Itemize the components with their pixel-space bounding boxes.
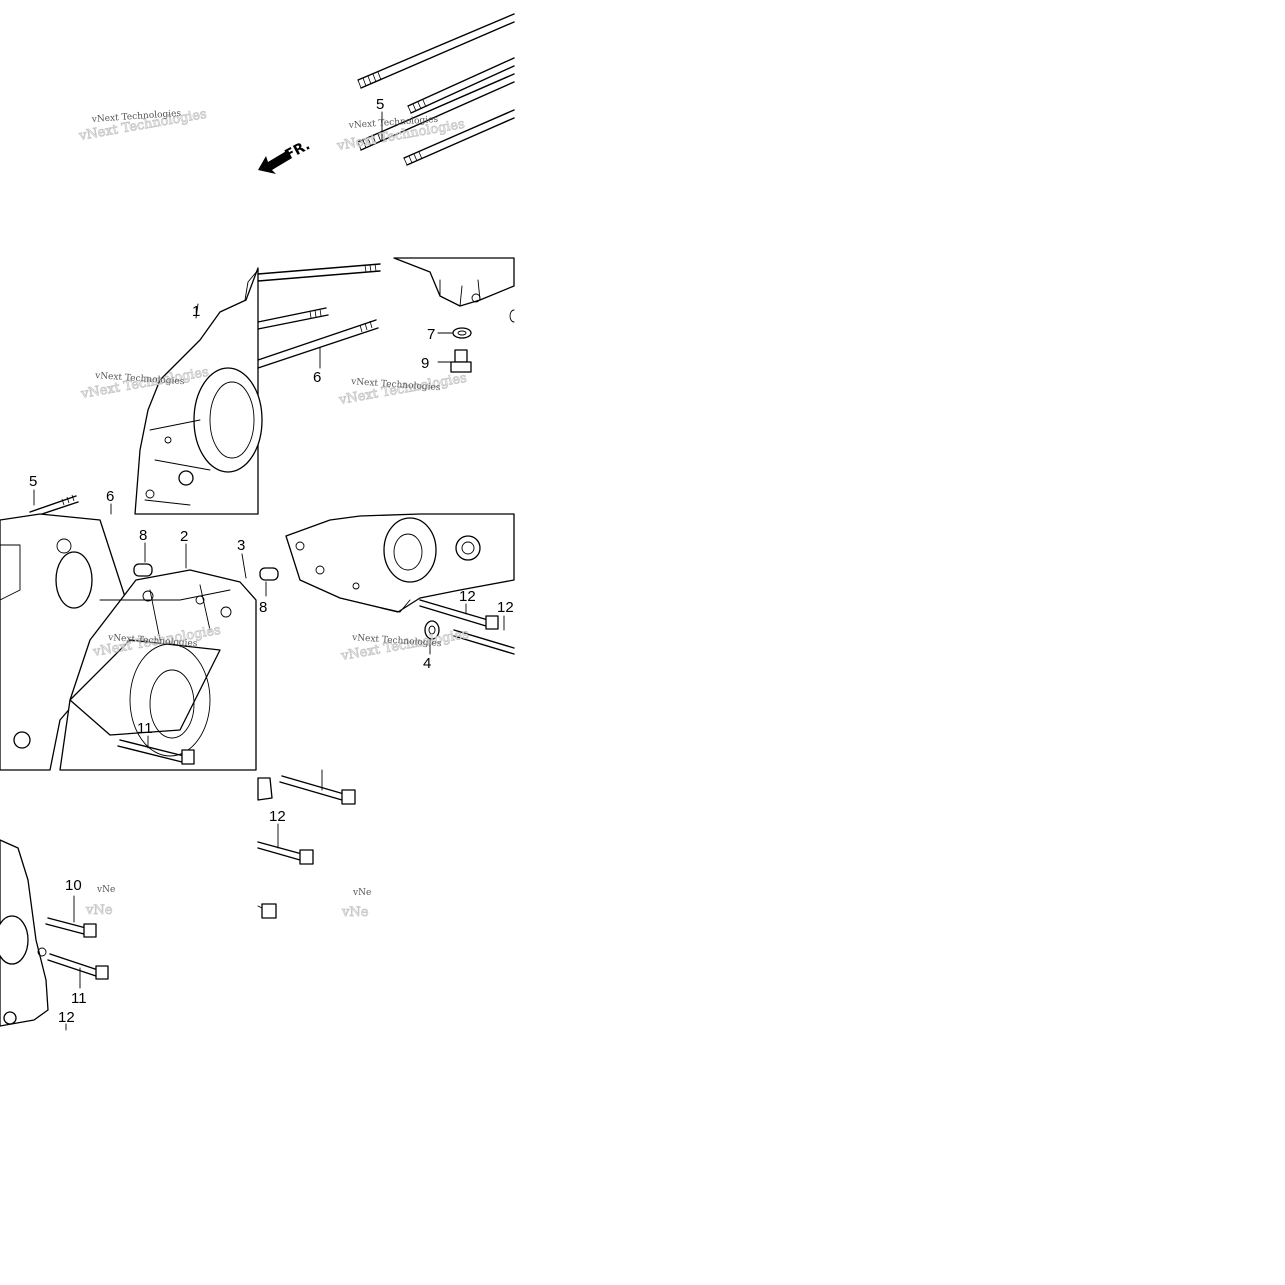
crankcase-bottom-fragment (0, 839, 49, 1027)
front-direction-label: FR. (282, 137, 312, 163)
flange-bolt-12-right (453, 615, 515, 655)
crankcase-center (59, 569, 257, 771)
callout-12-middle: 12 (459, 588, 476, 605)
callout-6-lower: 6 (106, 488, 114, 505)
callout-12-bottom-left: 12 (58, 1009, 75, 1026)
callout-12-bottom: 12 (269, 808, 286, 825)
svg-text:vNe: vNe (352, 888, 371, 898)
drain-bolt (437, 349, 472, 373)
callout-8-right: 8 (259, 599, 267, 616)
callout-10: 10 (65, 877, 82, 894)
flange-bolt-11-lower (47, 953, 109, 989)
tile-lower: 8 8 2 3 11 vNext Technologies vNext Tech… (0, 513, 515, 771)
callout-1: 1 (192, 303, 200, 320)
callout-4: 4 (423, 655, 431, 672)
callout-5-top: 5 (376, 96, 384, 113)
flange-bolt-11-upper (117, 735, 195, 765)
watermark-bottom-partial-left: vNe vNe (85, 885, 116, 918)
flange-bolt-upper-bottom (257, 769, 356, 805)
stud-bolt-lower (29, 489, 112, 519)
callout-3: 3 (237, 537, 245, 554)
tile-top: 5 FR. vNext Technologies vNext Technolog… (77, 13, 515, 174)
callout-11-upper: 11 (137, 720, 153, 737)
callout-9: 9 (421, 355, 429, 372)
svg-text:vNe: vNe (96, 885, 115, 895)
dowel-pin-left (133, 542, 153, 577)
callout-5-lower: 5 (29, 473, 37, 490)
front-direction-arrow-icon (258, 150, 292, 174)
stud-bolts-upper (357, 13, 515, 166)
watermark-upper-right: vNext Technologies vNext Technologies (337, 370, 469, 408)
watermark-lower-right: vNext Technologies vNext Technologies (339, 626, 471, 664)
dowel-pin-right (259, 567, 279, 597)
bolt-head-fragment (257, 903, 277, 919)
callout-11-lower: 11 (71, 990, 87, 1007)
callout-7: 7 (427, 326, 435, 343)
tile-bottom: 10 11 12 12 vNe vNe vNe (0, 769, 372, 1031)
stud-bolts-middle (257, 263, 381, 369)
copper-washer (424, 620, 440, 655)
flange-bolt-12-middle (419, 599, 499, 630)
flange-bolt-10 (45, 895, 97, 938)
svg-text:vNe: vNe (85, 903, 113, 918)
flange-bolt-12-bottom (257, 823, 314, 865)
callout-6-upper: 6 (313, 369, 321, 386)
watermark-top-left: vNext Technologies vNext Technologies (77, 106, 209, 144)
crankcase-right-lower (285, 513, 515, 613)
crankcase-left-half (0, 513, 127, 771)
crankcase-top-fragment (393, 257, 515, 323)
sealing-washer (437, 327, 472, 339)
crankcase-right-half (134, 267, 263, 515)
svg-text:vNe: vNe (341, 905, 369, 920)
callout-12-right: 12 (497, 599, 514, 616)
callout-2: 2 (180, 528, 188, 545)
tile-upper: 1 6 7 (29, 257, 515, 519)
callout-8-left: 8 (139, 527, 147, 544)
watermark-bottom-partial-right: vNe vNe (341, 888, 372, 920)
